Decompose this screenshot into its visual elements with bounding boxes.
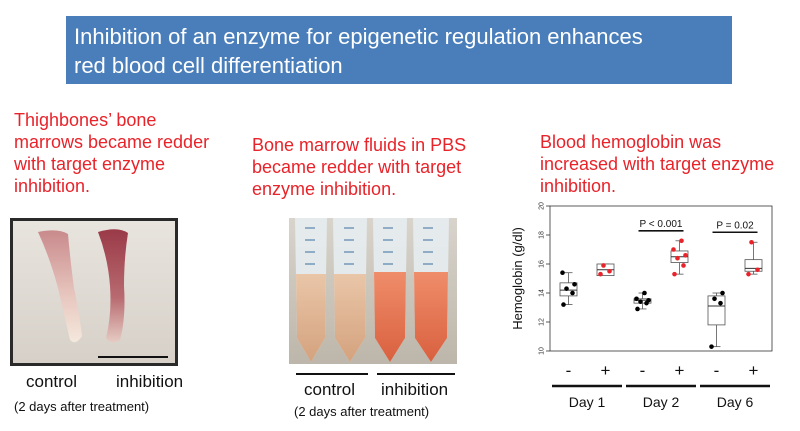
tubes-label-control: control xyxy=(304,380,356,399)
data-point xyxy=(672,271,677,277)
title-line-1: Inhibition of an enzyme for epigenetic r… xyxy=(74,24,643,49)
tubes-inhibition-bar xyxy=(377,373,455,375)
data-point xyxy=(746,271,751,277)
y-tick-label: 14 xyxy=(539,289,546,297)
condition-label: - xyxy=(714,361,720,380)
data-point xyxy=(718,300,723,306)
tube-graduations xyxy=(305,227,433,265)
bone-caption-line: with target enzyme xyxy=(14,154,166,174)
tubes-label-inhibition: inhibition xyxy=(381,380,449,399)
y-tick-label: 12 xyxy=(539,318,546,326)
inhibition-bone xyxy=(98,229,128,343)
chart-caption-line: Blood hemoglobin was xyxy=(540,132,722,152)
chart-caption-line: inhibition. xyxy=(540,176,617,196)
condition-label: + xyxy=(749,361,759,380)
data-point xyxy=(601,263,606,268)
y-axis-label: Hemoglobin (g/dl) xyxy=(510,227,525,330)
title-line-2: red blood cell differentiation xyxy=(74,53,343,78)
data-point xyxy=(634,296,639,302)
tubes-caption-line: enzyme inhibition. xyxy=(252,179,397,199)
tube-inhibition-2 xyxy=(413,218,449,362)
data-point xyxy=(638,299,643,304)
plot-frame xyxy=(549,205,773,352)
tube-inhibition-1 xyxy=(373,218,407,362)
condition-label: + xyxy=(675,361,685,380)
data-point xyxy=(671,247,676,252)
group-label: Day 6 xyxy=(717,394,754,410)
bone-photo xyxy=(10,218,178,366)
tubes-control-bar xyxy=(296,373,368,375)
box xyxy=(707,295,726,326)
bone-caption-line: marrows became redder xyxy=(14,132,210,152)
bone-caption-line: Thighbones’ bone xyxy=(14,110,157,130)
data-point xyxy=(755,267,760,273)
y-tick-label: 10 xyxy=(539,347,546,355)
data-point xyxy=(679,238,684,244)
condition-label: - xyxy=(640,361,646,380)
significance-label: P = 0.02 xyxy=(716,220,754,231)
y-tick-label: 16 xyxy=(539,260,546,268)
data-point xyxy=(560,270,565,275)
significance-label: P < 0.001 xyxy=(640,219,683,230)
title-banner: Inhibition of an enzyme for epigenetic r… xyxy=(66,16,732,84)
data-point xyxy=(642,290,647,296)
control-bone xyxy=(38,230,82,343)
tubes-photo xyxy=(289,218,457,364)
data-point xyxy=(564,286,569,291)
group-label: Day 1 xyxy=(569,394,606,410)
tubes-caption: Bone marrow fluids in PBS became redder … xyxy=(252,134,466,200)
tube-control-2 xyxy=(333,218,367,362)
scale-bar xyxy=(98,356,168,358)
data-point xyxy=(570,290,575,296)
data-point xyxy=(675,255,680,261)
data-point xyxy=(681,263,686,268)
data-point xyxy=(720,290,725,296)
bone-caption: Thighbones’ bone marrows became redder w… xyxy=(14,109,209,197)
tubes-note: (2 days after treatment) xyxy=(294,404,430,419)
bone-note: (2 days after treatment) xyxy=(14,399,150,414)
chart-caption: Blood hemoglobin was increased with targ… xyxy=(540,131,774,197)
data-point xyxy=(598,271,603,277)
data-point xyxy=(683,253,688,258)
bone-caption-line: inhibition. xyxy=(14,176,91,196)
tubes-caption-line: became redder with target xyxy=(252,157,462,177)
group-label: Day 2 xyxy=(643,394,680,410)
chart-caption-line: increased with target enzyme xyxy=(540,154,775,174)
tube-control-1 xyxy=(295,218,327,362)
data-point xyxy=(561,302,566,307)
data-point xyxy=(572,282,577,287)
data-point xyxy=(635,306,640,312)
box xyxy=(744,259,763,272)
data-point xyxy=(712,296,717,302)
y-tick-label: 20 xyxy=(539,202,546,210)
condition-label: - xyxy=(566,361,572,380)
bone-label-control: control xyxy=(26,372,78,391)
data-point xyxy=(607,268,612,274)
data-point xyxy=(749,239,754,245)
y-tick-label: 18 xyxy=(539,231,546,239)
data-point xyxy=(646,297,651,303)
bone-label-inhibition: inhibition xyxy=(116,372,184,391)
condition-label: + xyxy=(601,361,611,380)
data-point xyxy=(709,344,714,349)
tubes-caption-line: Bone marrow fluids in PBS xyxy=(252,135,467,155)
